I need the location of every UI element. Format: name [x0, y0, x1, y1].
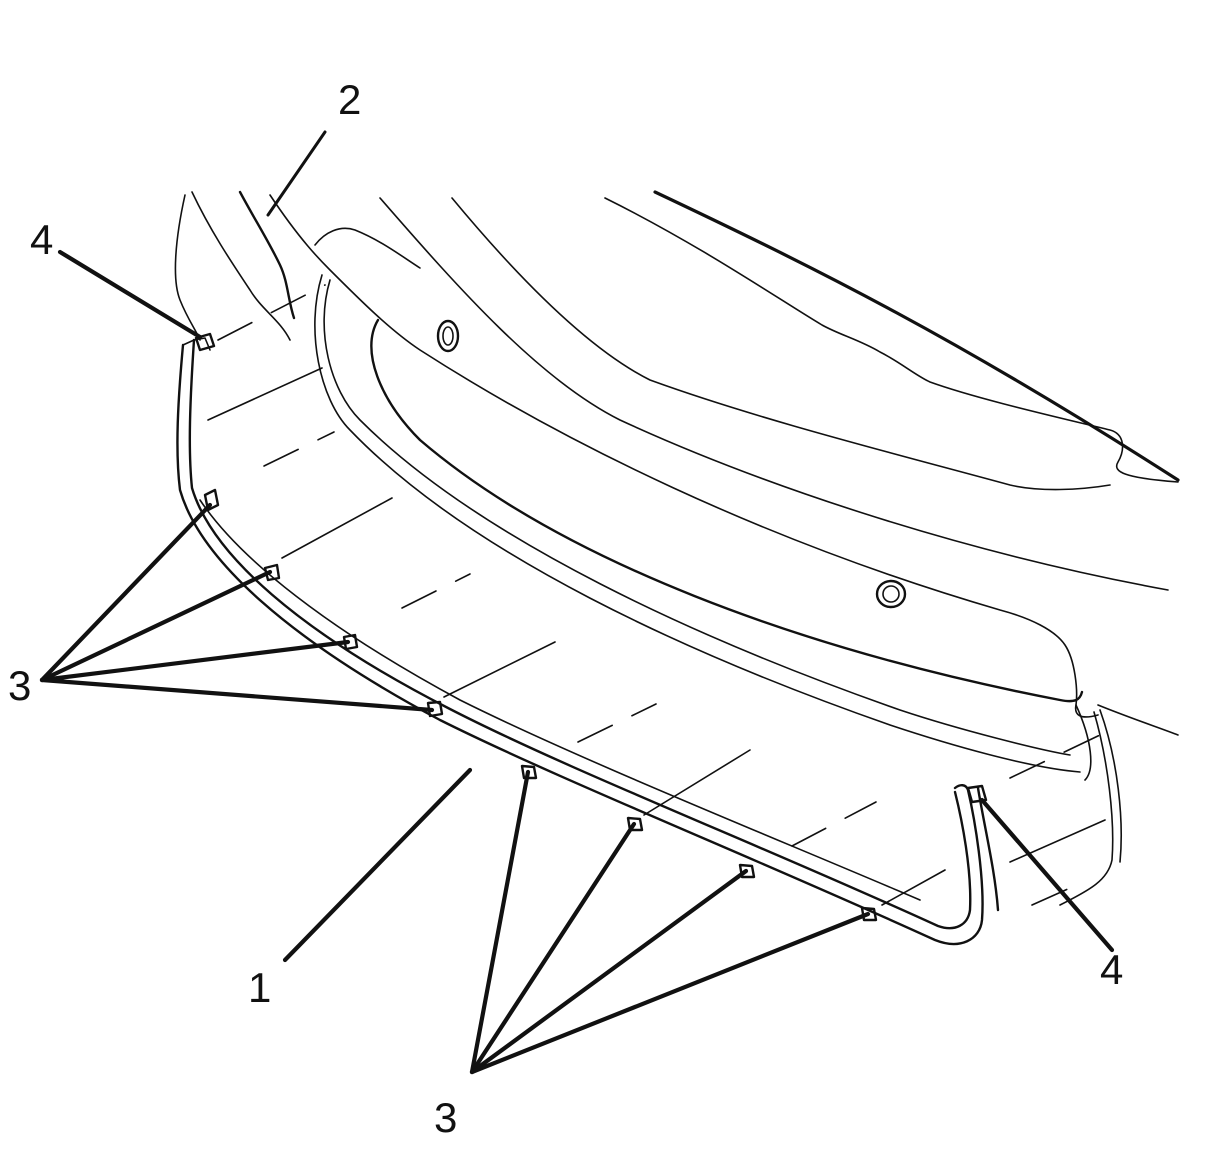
leader-3-bottom-c	[469, 868, 749, 1075]
guide-13	[1031, 887, 1071, 906]
guide-1	[217, 284, 326, 341]
callout-2: 2	[338, 76, 361, 123]
callout-labels: 2 4 3 1 4 3	[8, 76, 1123, 1141]
leader-3-bottom-a	[469, 769, 531, 1075]
panel-recess-outline	[370, 318, 1084, 703]
retainer-right-end-outer-2	[1099, 709, 1122, 863]
leader-3-left-b	[39, 569, 273, 683]
panel-top-outline	[269, 194, 1099, 718]
body-line-a	[451, 197, 1111, 491]
left-fender-lines	[174, 190, 296, 341]
body-upper-edge	[653, 190, 1180, 482]
panel-right-corner	[1075, 704, 1092, 781]
fender-line-1	[174, 194, 201, 341]
body-line-b	[379, 197, 1169, 591]
clip-left	[194, 332, 216, 352]
tab-bottom-1	[520, 764, 538, 780]
park-sensor-upper	[436, 319, 460, 353]
tab-left-2	[263, 563, 281, 582]
guide-7	[577, 703, 657, 743]
leader-4-left	[57, 249, 203, 340]
park-sensor-lower	[875, 579, 907, 609]
tab-left-3	[342, 633, 359, 651]
leader-4-right	[979, 797, 1115, 953]
leader-3-left-c	[39, 639, 351, 683]
leader-3-left-a	[39, 502, 213, 683]
body-trunk-crease	[604, 197, 1179, 483]
tab-left-1	[203, 488, 220, 512]
retainer-inner-edge	[188, 338, 972, 930]
alignment-lines	[207, 284, 1106, 906]
leader-lines	[39, 130, 1115, 1075]
guide-9	[791, 801, 877, 847]
callout-4-right: 4	[1100, 946, 1123, 993]
guide-3	[263, 431, 335, 467]
guide-4	[281, 497, 393, 559]
bumper-retainer	[176, 337, 1122, 946]
retainer-right-end-outer	[1059, 711, 1114, 906]
callout-3-left: 3	[8, 662, 31, 709]
callout-4-left: 4	[30, 216, 53, 263]
callout-3-bottom: 3	[434, 1094, 457, 1141]
leader-3-left-d	[39, 677, 435, 713]
guide-6	[443, 641, 556, 698]
guide-2	[207, 367, 323, 421]
panel-inner-lip	[323, 279, 1071, 756]
leader-1	[282, 767, 473, 963]
fender-line-2	[191, 191, 291, 341]
retainer-clips	[194, 332, 988, 804]
leader-3-bottom-d	[469, 911, 871, 1075]
panel-top-corner	[314, 227, 421, 269]
fender-line-3	[238, 190, 296, 320]
leader-2	[266, 130, 327, 217]
guide-11	[1009, 734, 1101, 779]
tab-bottom-2	[626, 816, 644, 832]
retainer-outer-edge	[176, 343, 984, 946]
guide-10	[881, 869, 946, 906]
panel-inner-lip-2	[314, 274, 1081, 773]
guide-12	[1009, 819, 1106, 863]
vehicle-body	[379, 190, 1180, 736]
retainer-inner-lip	[199, 499, 921, 901]
guide-5	[401, 573, 471, 609]
guide-8	[643, 749, 751, 816]
body-lower-right	[1097, 704, 1179, 736]
clip-right	[966, 784, 988, 804]
bumper-panel	[269, 194, 1099, 781]
leader-3-bottom-b	[469, 821, 637, 1075]
callout-1: 1	[248, 964, 271, 1011]
